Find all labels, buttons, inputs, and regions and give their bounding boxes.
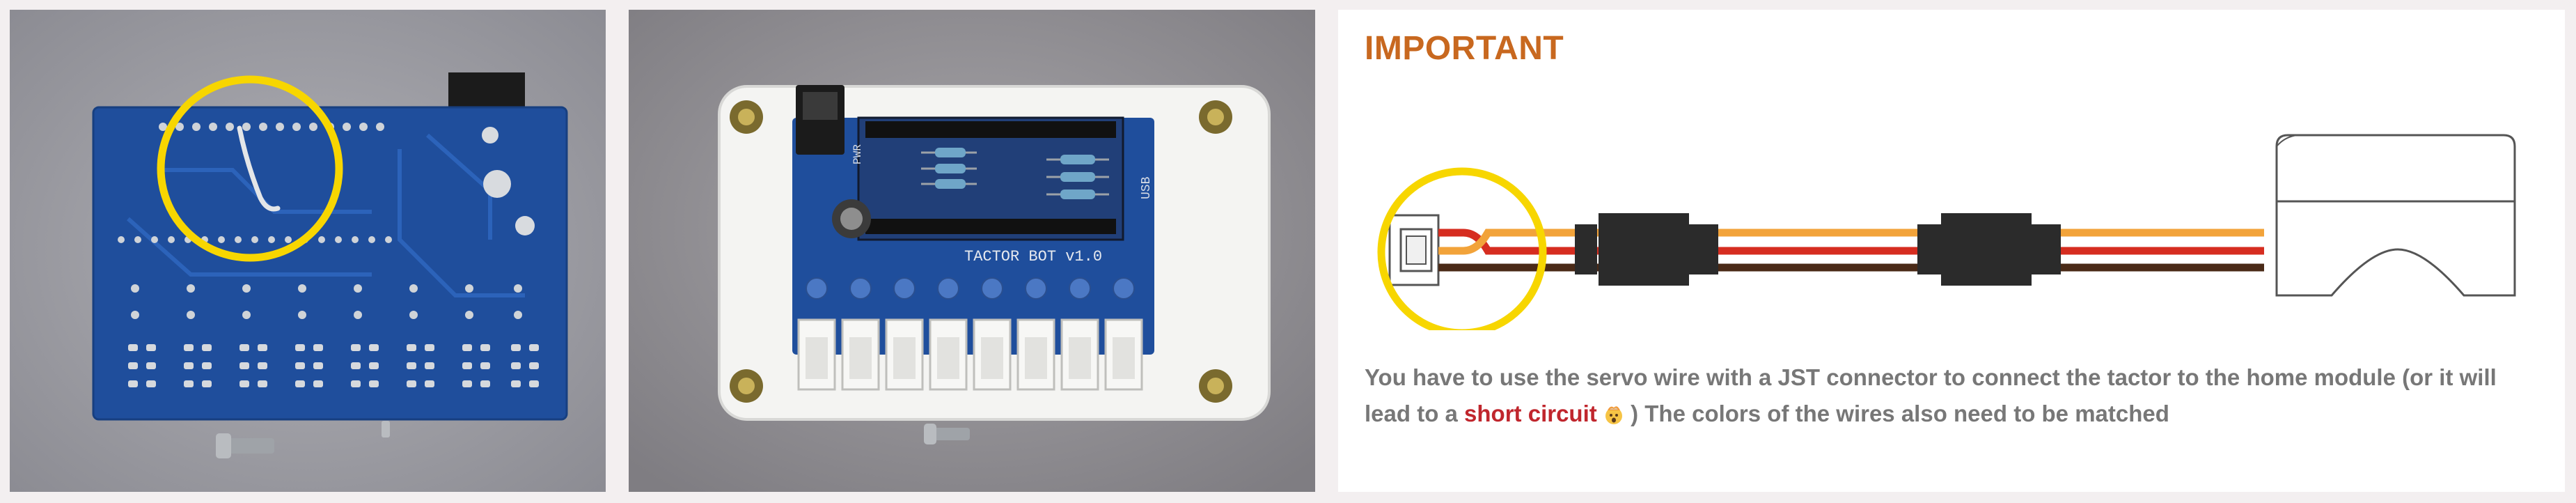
exploding-head-icon — [1603, 404, 1624, 425]
servo-wire-diagram — [1377, 134, 2516, 330]
screw-icon — [216, 433, 274, 458]
assembled-board-photo: PWR USB TACTOR BOT v1.0 — [629, 10, 1315, 492]
screw-icon — [382, 421, 390, 438]
servo-connector-icon — [1917, 213, 2061, 286]
caption-part-1: You have to use the servo wire with a JS… — [1365, 364, 2497, 426]
important-info-panel: IMPORTANT — [1338, 10, 2565, 492]
pcb-solder-side-photo — [10, 10, 606, 492]
short-circuit-text: short circuit — [1464, 401, 1597, 426]
servo-connector-icon — [1575, 213, 1718, 286]
board-silkscreen-label: TACTOR BOT v1.0 — [964, 248, 1102, 265]
standoff-icon — [1199, 100, 1232, 134]
standoff-icon — [730, 369, 763, 403]
standoff-icon — [1199, 369, 1232, 403]
screw-icon — [924, 424, 970, 444]
servo-wire-bundle — [1438, 229, 2264, 272]
caption-part-2: ) The colors of the wires also need to b… — [1624, 401, 2169, 426]
tactor-housing-icon — [2275, 134, 2516, 297]
standoff-icon — [730, 100, 763, 134]
panel-heading: IMPORTANT — [1365, 30, 1564, 67]
highlight-circle — [1377, 167, 1547, 330]
usb-silkscreen-label: USB — [1140, 176, 1154, 199]
caption-text: You have to use the servo wire with a JS… — [1365, 359, 2548, 432]
pwr-silkscreen-label: PWR — [851, 144, 864, 164]
jst-connector-icon — [1388, 214, 1440, 286]
highlight-circle — [157, 75, 343, 262]
